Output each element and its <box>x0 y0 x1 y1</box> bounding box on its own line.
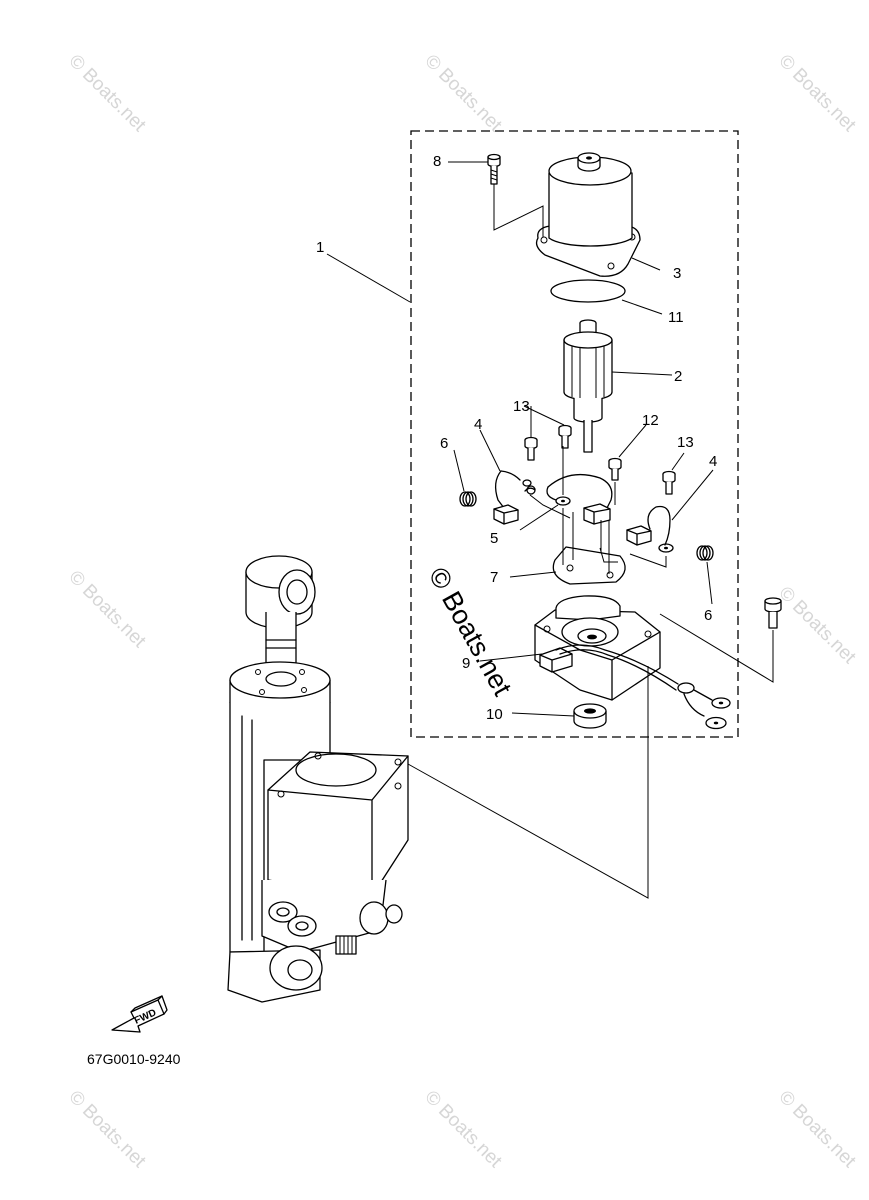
callout-1: 1 <box>316 239 324 256</box>
diagram-code: 67G0010-9240 <box>87 1051 181 1067</box>
washer <box>573 703 607 729</box>
callout-12: 12 <box>642 412 659 429</box>
screw-top <box>487 153 501 185</box>
screw-right-13 <box>662 470 676 495</box>
brush-right <box>626 505 674 553</box>
callout-9: 9 <box>462 655 470 672</box>
fwd-arrow: FWD <box>111 995 168 1033</box>
screw-mid-13 <box>558 424 572 449</box>
callout-3: 3 <box>673 265 681 282</box>
callout-10: 10 <box>486 706 503 723</box>
tilt-cylinder-unit <box>227 555 409 1003</box>
motor-yoke <box>535 152 641 277</box>
watermark-bottom-right: © Boats.net <box>774 1087 860 1173</box>
watermark-top-center: © Boats.net <box>420 51 506 137</box>
leader-lines <box>326 161 774 899</box>
watermark-top-left: © Boats.net <box>64 51 150 137</box>
watermark-top-right: © Boats.net <box>774 51 860 137</box>
armature <box>563 319 613 453</box>
watermark-bottom-center: © Boats.net <box>420 1087 506 1173</box>
end-cover <box>534 595 731 730</box>
callout-8: 8 <box>433 153 441 170</box>
callout-6-right: 6 <box>704 607 712 624</box>
mount-bolt <box>764 597 782 629</box>
screw-12 <box>608 457 622 481</box>
spring-right <box>696 545 714 561</box>
callout-11: 11 <box>668 309 684 326</box>
callout-2: 2 <box>674 368 682 385</box>
watermark-center: © Boats.net <box>423 562 518 701</box>
callout-7: 7 <box>490 569 498 586</box>
brush-left <box>493 470 532 525</box>
callout-6-left: 6 <box>440 435 448 452</box>
spring-left <box>459 491 477 507</box>
callout-labels: 1 2 3 4 4 5 6 6 7 8 9 10 11 12 13 13 <box>316 153 717 723</box>
watermark-mid-left: © Boats.net <box>64 567 150 653</box>
callout-4-left: 4 <box>474 416 482 433</box>
o-ring <box>550 279 626 303</box>
watermark-mid-right: © Boats.net <box>774 583 860 669</box>
callout-13-right: 13 <box>677 434 694 451</box>
callout-5: 5 <box>490 530 498 547</box>
watermark-bottom-left: © Boats.net <box>64 1087 150 1173</box>
callout-13-left: 13 <box>513 398 530 415</box>
brush-plate <box>552 546 626 585</box>
assembly-boundary-box <box>410 130 739 738</box>
callout-4-right: 4 <box>709 453 717 470</box>
screw-left-13 <box>524 436 538 461</box>
brush-holder <box>524 473 613 525</box>
